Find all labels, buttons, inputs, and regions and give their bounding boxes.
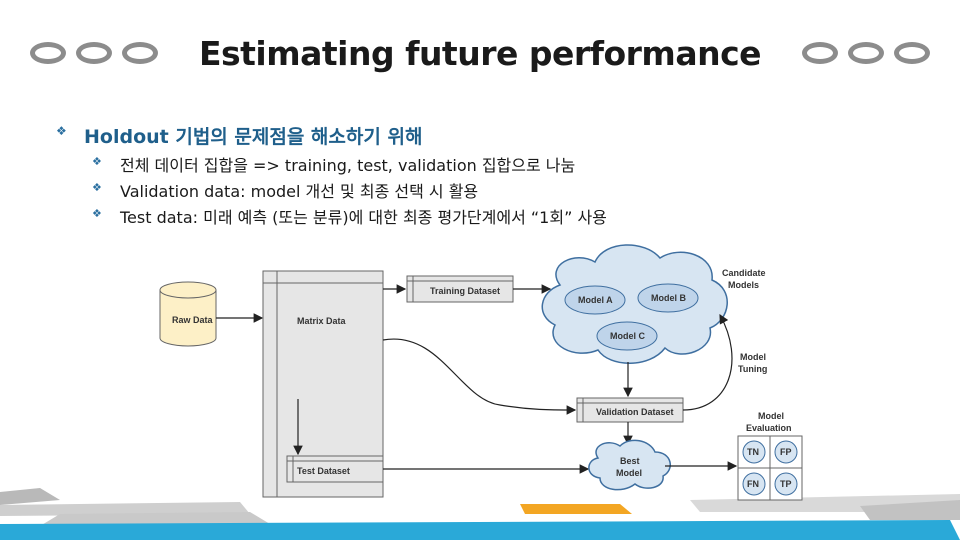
bullet-list: ❖ Holdout 기법의 문제점을 해소하기 위해 ❖ 전체 데이터 집합을 …: [56, 122, 936, 230]
model-tuning-label-2: Tuning: [738, 364, 767, 374]
candidate-models-label-1: Candidate: [722, 268, 766, 278]
decor-oval: [76, 42, 112, 64]
decor-oval: [122, 42, 158, 64]
fp-label: FP: [780, 447, 792, 457]
validation-dataset-label: Validation Dataset: [596, 407, 674, 417]
model-a-label: Model A: [578, 295, 613, 305]
bullet-icon: ❖: [92, 155, 102, 168]
test-dataset-label: Test Dataset: [297, 466, 350, 476]
training-dataset-label: Training Dataset: [430, 286, 500, 296]
candidate-models-label-2: Models: [728, 280, 759, 290]
bullet-icon: ❖: [92, 181, 102, 194]
matrix-data-label: Matrix Data: [297, 316, 347, 326]
best-model-label-2: Model: [616, 468, 642, 478]
bullet-icon: ❖: [92, 207, 102, 220]
candidate-models-cloud: Model A Model B Model C: [541, 244, 728, 364]
decor-oval: [894, 42, 930, 64]
model-evaluation-label-1: Model: [758, 411, 784, 421]
model-evaluation-label-2: Evaluation: [746, 423, 792, 433]
model-b-label: Model B: [651, 293, 686, 303]
title-row: Estimating future performance: [0, 28, 960, 84]
main-bullet: ❖ Holdout 기법의 문제점을 해소하기 위해: [56, 122, 936, 152]
fn-label: FN: [747, 479, 759, 489]
sub-bullet: ❖ 전체 데이터 집합을 => training, test, validati…: [92, 152, 936, 178]
tn-label: TN: [747, 447, 759, 457]
best-model-cloud: Best Model: [588, 439, 671, 491]
training-dataset-box: Training Dataset: [406, 275, 514, 303]
slide-title: Estimating future performance: [198, 34, 762, 73]
decor-oval: [848, 42, 884, 64]
sub-bullet-text: Test data: 미래 예측 (또는 분류)에 대한 최종 평가단계에서 “…: [120, 208, 607, 227]
raw-data-label: Raw Data: [172, 315, 214, 325]
sub-bullet-text: Validation data: model 개선 및 최종 선택 시 활용: [120, 182, 479, 201]
model-tuning-arrow: [682, 313, 733, 411]
decor-oval: [802, 42, 838, 64]
decor-oval: [30, 42, 66, 64]
raw-data-database: Raw Data: [159, 281, 217, 347]
validation-dataset-box: Validation Dataset: [576, 397, 684, 423]
model-tuning-label-1: Model: [740, 352, 766, 362]
model-c-label: Model C: [610, 331, 645, 341]
arrow: [382, 338, 577, 415]
bullet-icon: ❖: [56, 124, 67, 138]
footer-bands: [0, 488, 960, 540]
sub-bullet: ❖ Test data: 미래 예측 (또는 분류)에 대한 최종 평가단계에서…: [92, 204, 936, 230]
confusion-matrix: TN FP FN TP: [737, 435, 803, 501]
best-model-label-1: Best: [620, 456, 640, 466]
test-dataset-box: Test Dataset: [286, 455, 384, 483]
sub-bullet-text: 전체 데이터 집합을 => training, test, validation…: [120, 156, 576, 175]
tp-label: TP: [780, 479, 792, 489]
main-bullet-text: Holdout 기법의 문제점을 해소하기 위해: [84, 126, 423, 148]
sub-bullet: ❖ Validation data: model 개선 및 최종 선택 시 활용: [92, 178, 936, 204]
